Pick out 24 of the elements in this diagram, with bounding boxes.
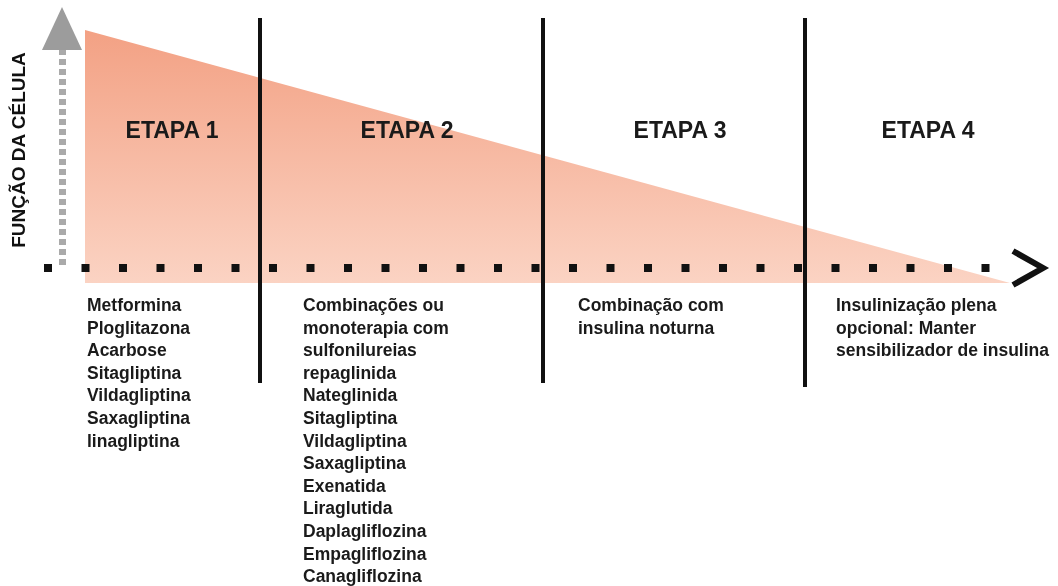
therapy-text: Saxagliptina [303, 452, 408, 475]
stage-title: ETAPA 3 [633, 117, 727, 144]
therapy-text: Exenatida [303, 474, 387, 498]
therapy-text: Nateglinida [303, 384, 399, 407]
therapy-text: Acarbose [87, 339, 168, 362]
stage-title: ETAPA 4 [881, 117, 975, 144]
therapy-text: Sitagliptina [87, 361, 183, 385]
therapy-text: Vildagliptina [87, 384, 192, 407]
stage-title: ETAPA 2 [360, 117, 454, 144]
therapy-text: Vildagliptina [303, 429, 408, 453]
therapy-text: Daplagliflozina [303, 519, 428, 543]
therapy-text: linagliptina [87, 429, 181, 453]
axis-label: FUNÇÃO DA CÉLULA [8, 52, 30, 248]
therapy-text: Canagliflozina [303, 565, 423, 586]
therapy-text: Ploglitazona [87, 316, 192, 340]
therapy-text: Sitagliptina [303, 406, 399, 430]
therapy-text: repaglinida [303, 361, 398, 385]
therapy-text: Empagliflozina [303, 542, 428, 566]
therapy-text: Metformina [87, 294, 183, 317]
therapy-text: Insulinização plena opcional: Manter sensibilizador de insulina [836, 294, 1050, 362]
stage-title: ETAPA 1 [125, 117, 219, 144]
therapy-text: Liraglutida [303, 497, 394, 520]
therapy-text: Combinação com insulina noturna [578, 294, 725, 340]
therapy-text: Saxagliptina [87, 406, 192, 430]
